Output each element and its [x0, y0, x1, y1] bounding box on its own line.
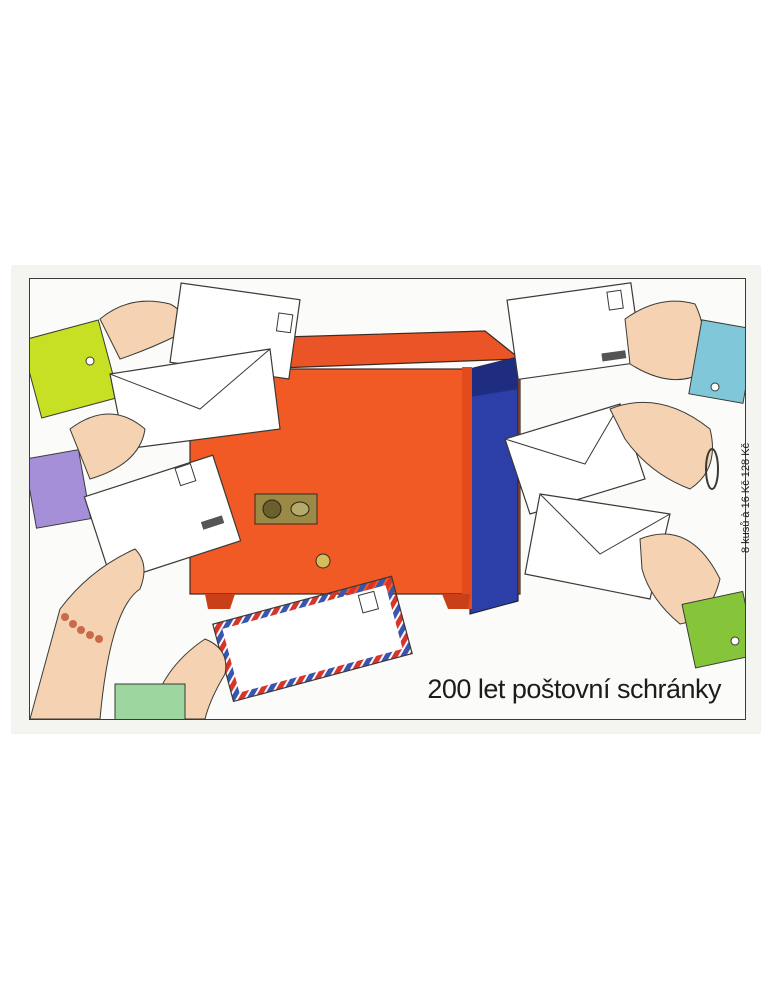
mailbox-illustration: [30, 282, 745, 719]
postcard-icon: [83, 454, 242, 584]
booklet-title: 200 let poštovní schránky: [427, 674, 721, 704]
envelope-icon: [109, 348, 281, 450]
envelope-icon: [524, 493, 671, 600]
mailbox-icon: [189, 330, 522, 615]
illustration-frame: 200 let poštovní schránky: [29, 278, 746, 720]
price-note: 8 kusů à 16 Kč 128 Kč: [740, 442, 752, 554]
envelope-icon: [504, 403, 646, 515]
airmail-envelope-icon: [114, 575, 413, 719]
